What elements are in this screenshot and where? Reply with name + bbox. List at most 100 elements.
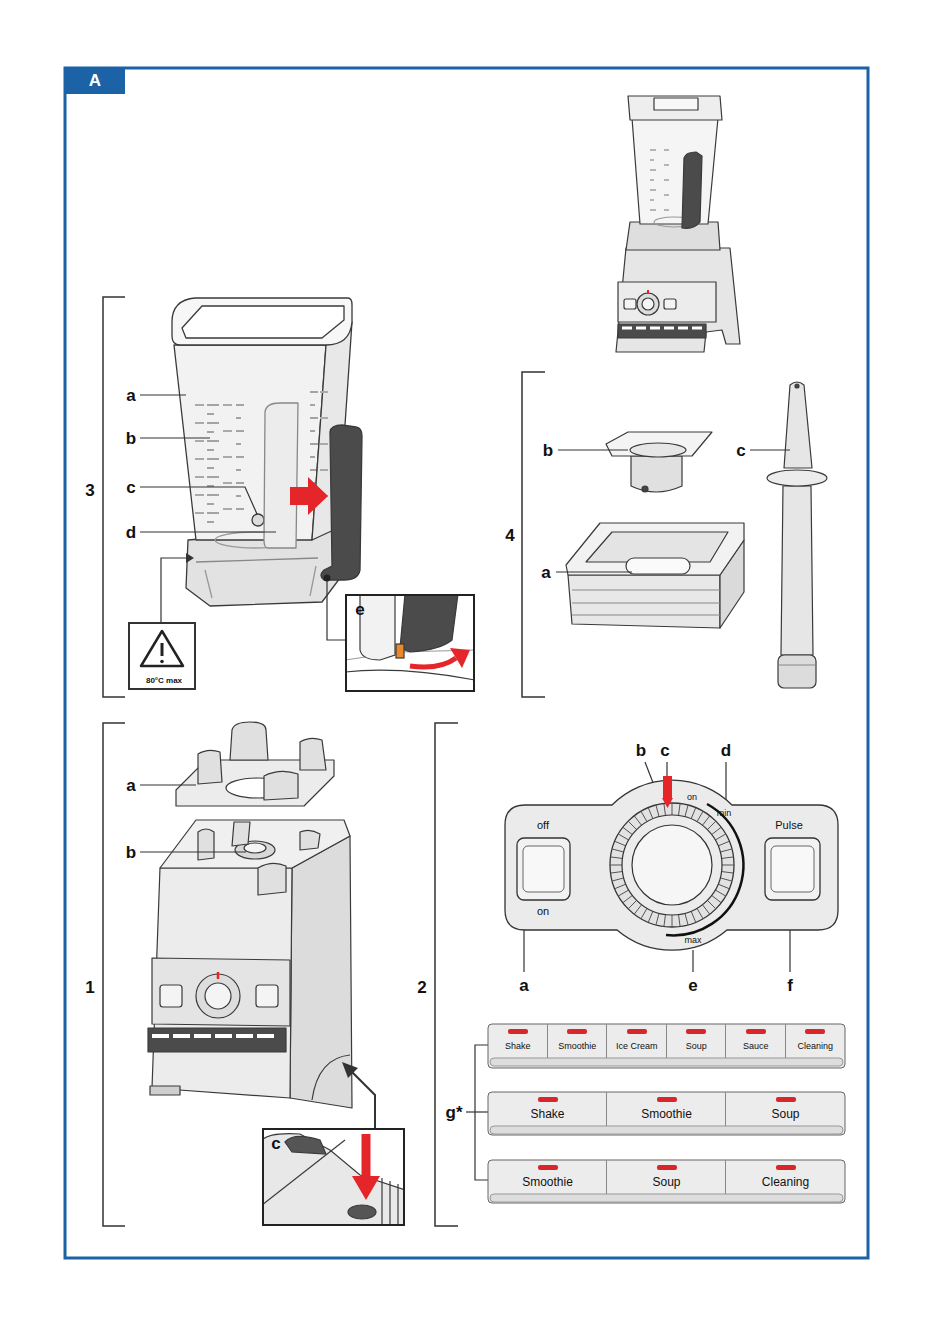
tamper-part — [767, 470, 827, 486]
program-button: Smoothie — [607, 1092, 726, 1126]
lid-insert-part — [642, 486, 648, 492]
dial-ridge — [720, 849, 732, 852]
section-number: 4 — [505, 527, 514, 544]
assembled-blender-part — [642, 298, 654, 310]
leader-line-part — [558, 449, 628, 450]
assembled-blender-part — [632, 118, 718, 224]
dial-ridge — [712, 827, 722, 834]
program-button: Sauce — [726, 1024, 786, 1058]
program-led — [508, 1029, 528, 1034]
blender-jar-part — [172, 298, 352, 345]
leader-line-part — [140, 851, 246, 852]
blender-jar-part — [264, 403, 298, 548]
section-number: 3 — [85, 482, 94, 499]
program-name: Smoothie — [558, 1042, 596, 1051]
assembled-blender-part — [624, 299, 636, 309]
dial-ridge — [722, 857, 734, 859]
control-label: Pulse — [775, 820, 803, 831]
power-switch — [517, 838, 570, 900]
jar-lid-part — [572, 590, 720, 615]
page-frame-part — [65, 68, 125, 94]
dial-ridge — [718, 884, 729, 889]
handle-detail-inset-part — [345, 670, 475, 680]
leader-line — [140, 395, 345, 640]
dial-ridge — [685, 805, 688, 817]
dial-ridge — [623, 827, 633, 834]
callout-letter: b — [543, 442, 553, 459]
program-button: Soup — [667, 1024, 727, 1058]
tamper-part — [779, 664, 815, 665]
speed-dial — [610, 803, 734, 927]
leader-dot — [324, 575, 331, 582]
coupling-pad-part — [230, 722, 268, 760]
blender-jar — [172, 298, 362, 606]
leader-line-part — [161, 558, 186, 622]
program-button: Shake — [488, 1024, 548, 1058]
switch-detail-inset-part — [352, 1176, 380, 1200]
dial-ridge — [679, 804, 681, 816]
callout-letter: a — [126, 387, 135, 404]
callout-letter: f — [787, 977, 793, 994]
program-button: Smoothie — [548, 1024, 608, 1058]
callout-letter: c — [736, 442, 745, 459]
dial-ridge — [715, 890, 725, 896]
callout-letter: a — [126, 777, 135, 794]
dial-ridge — [707, 821, 715, 829]
program-led — [805, 1029, 825, 1034]
callout-letter: a — [519, 977, 528, 994]
dial-ridge — [697, 811, 703, 821]
motor-base-part — [232, 822, 250, 846]
program-button: Ice Cream — [607, 1024, 667, 1058]
tamper-part — [781, 486, 813, 655]
program-button: Cleaning — [726, 1160, 845, 1194]
coupling-pad — [176, 722, 334, 806]
dial-ridge — [656, 805, 659, 817]
callout-letter: e — [355, 601, 364, 618]
callout-letter: b — [126, 844, 136, 861]
callout-letter: d — [126, 524, 136, 541]
assembled-blender — [616, 96, 740, 352]
dial-ridge — [611, 872, 623, 874]
control-label: on — [537, 906, 549, 917]
dial-ridge — [672, 803, 673, 815]
callout-letter: e — [688, 977, 697, 994]
program-button-strip-part — [488, 1160, 845, 1203]
dial-ridge — [702, 905, 709, 915]
switch-detail-inset-part — [382, 1178, 398, 1226]
dial-ridge — [715, 834, 725, 840]
dial-ridge — [672, 915, 673, 927]
dial-ridge — [720, 878, 732, 881]
dial-ridge — [722, 872, 734, 874]
motor-base-part — [217, 972, 220, 979]
control-label: off — [537, 820, 549, 831]
callout-letter: b — [636, 742, 646, 759]
leader-line-part — [725, 762, 726, 800]
switch-detail-inset-part — [285, 1136, 326, 1154]
blender-jar-part — [205, 566, 316, 598]
section-number: 2 — [417, 979, 426, 996]
tamper-part — [778, 655, 816, 688]
section-bracket — [522, 372, 545, 697]
tamper-part — [784, 382, 812, 468]
warning-triangle — [130, 624, 194, 674]
callout-letter: d — [721, 742, 731, 759]
program-button: Shake — [488, 1092, 607, 1126]
blender-jar-part — [321, 425, 362, 580]
coupling-pad-part — [198, 750, 222, 784]
program-name: Soup — [686, 1042, 707, 1051]
dial-marker — [663, 776, 672, 798]
dial-ridge — [612, 878, 624, 881]
callout-letter: c — [271, 1135, 280, 1152]
program-button-strip-part — [490, 1058, 843, 1066]
figure-tab-letter: A — [89, 71, 101, 91]
blender-jar-part — [196, 558, 318, 562]
jar-lid-part — [568, 575, 720, 628]
leader-line-part — [140, 437, 210, 438]
warning-mark — [161, 643, 164, 656]
leader-line-part — [466, 1111, 488, 1112]
program-button-strip — [488, 1024, 845, 1203]
program-name: Shake — [505, 1042, 531, 1051]
program-led — [686, 1029, 706, 1034]
assembled-blender-part — [616, 248, 740, 352]
